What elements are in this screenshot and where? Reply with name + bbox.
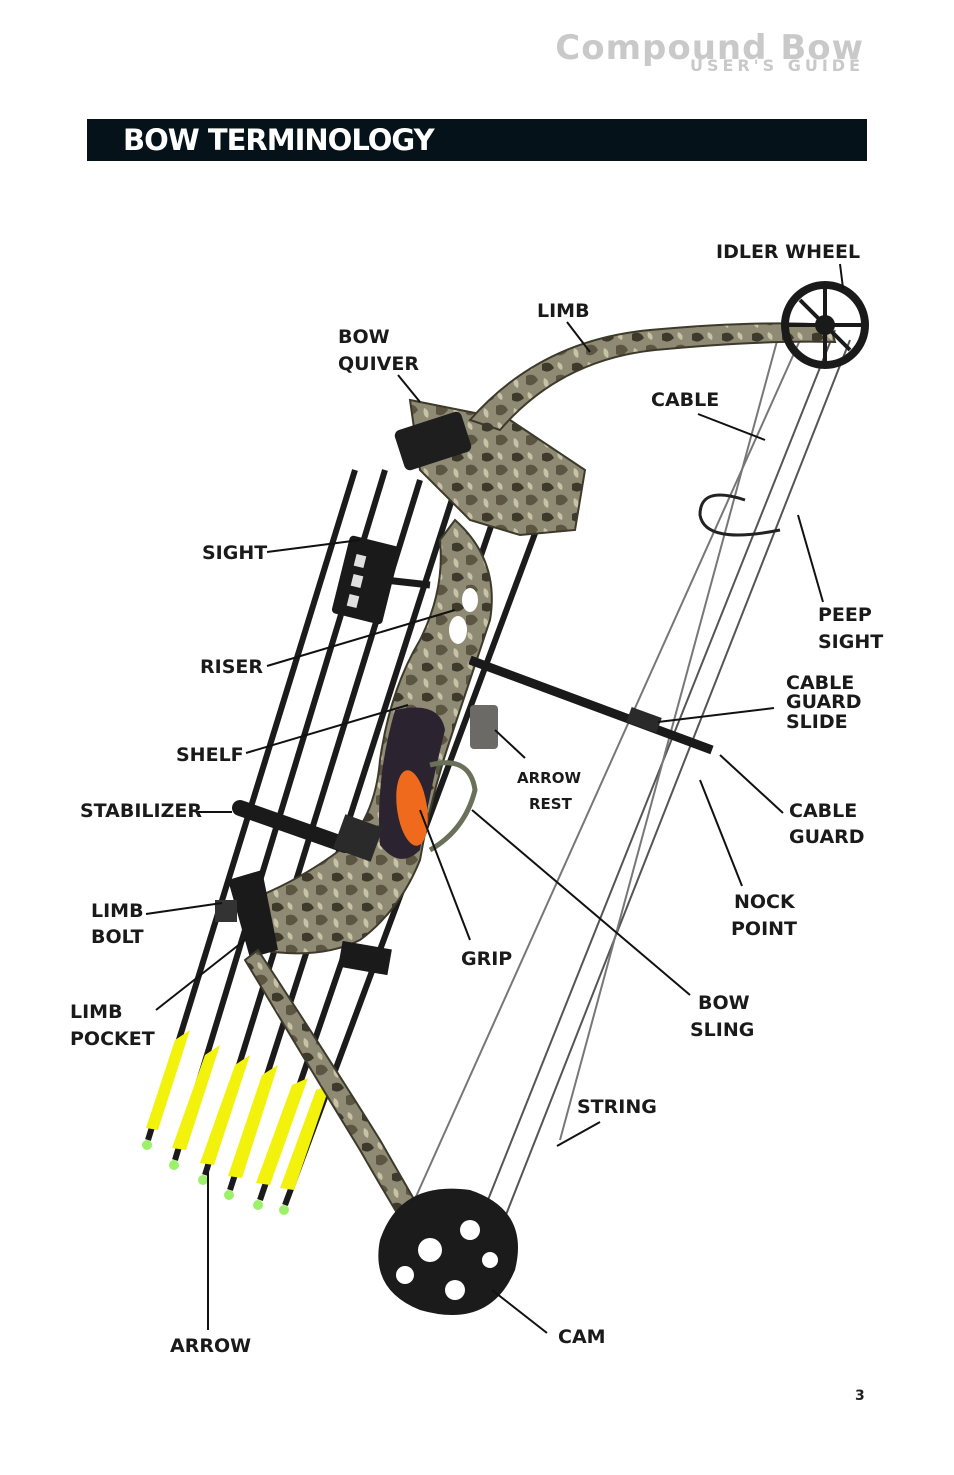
label-cable-guard-slide-line3: SLIDE xyxy=(786,711,848,733)
arrow-rest xyxy=(470,705,498,749)
label-shelf: SHELF xyxy=(176,744,244,766)
label-sight: SIGHT xyxy=(202,542,267,564)
label-bow-sling-line1: BOW xyxy=(698,992,750,1014)
label-cable-guard-slide-line1: CABLE xyxy=(786,672,854,694)
section-banner: BOW TERMINOLOGY xyxy=(87,119,867,161)
label-cable-guard-line1: CABLE xyxy=(789,800,857,822)
cam xyxy=(378,1188,518,1315)
leader-lines xyxy=(145,263,844,1334)
idler-wheel xyxy=(781,281,869,369)
label-nock-point-line2: POINT xyxy=(731,918,797,940)
section-title: BOW TERMINOLOGY xyxy=(123,123,435,157)
label-limb-pocket-line1: LIMB xyxy=(70,1001,123,1023)
brand-header: Compound Bow USER'S GUIDE xyxy=(555,30,864,75)
label-cam: CAM xyxy=(558,1326,606,1348)
stabilizer xyxy=(232,800,383,862)
label-bow-quiver-line1: BOW xyxy=(338,326,390,348)
grip xyxy=(379,707,445,859)
label-peep-sight-line1: PEEP xyxy=(818,604,872,626)
cable-guard-rod xyxy=(468,655,714,755)
label-idler-wheel: IDLER WHEEL xyxy=(716,241,860,263)
label-grip: GRIP xyxy=(461,948,512,970)
label-stabilizer: STABILIZER xyxy=(80,800,202,822)
page-number: 3 xyxy=(855,1388,865,1404)
label-bow-quiver-line2: QUIVER xyxy=(338,353,419,375)
label-cable-guard-line2: GUARD xyxy=(789,826,865,848)
label-nock-point-line1: NOCK xyxy=(734,891,796,913)
label-arrow-rest-line1: ARROW xyxy=(517,769,581,787)
limb-pocket xyxy=(215,870,392,976)
label-arrow-rest-line2: REST xyxy=(529,795,573,813)
sight xyxy=(331,535,431,625)
label-cable: CABLE xyxy=(651,389,719,411)
label-peep-sight-line2: SIGHT xyxy=(818,631,883,653)
bow-sling xyxy=(428,760,478,853)
label-limb-bolt-line1: LIMB xyxy=(91,900,144,922)
quiver-hood xyxy=(394,398,587,537)
brand-title: Compound Bow xyxy=(555,28,864,68)
label-riser: RISER xyxy=(200,656,263,678)
brand-subtitle: USER'S GUIDE xyxy=(689,56,864,75)
label-limb: LIMB xyxy=(537,300,590,322)
label-arrow: ARROW xyxy=(170,1335,251,1357)
label-limb-pocket-line2: POCKET xyxy=(70,1028,155,1050)
upper-limb xyxy=(468,322,837,432)
label-bow-sling-line2: SLING xyxy=(690,1019,754,1041)
label-string: STRING xyxy=(577,1096,657,1118)
label-limb-bolt-line2: BOLT xyxy=(91,926,144,948)
riser xyxy=(248,518,493,955)
label-cable-guard-slide-line2: GUARD xyxy=(786,691,862,713)
part-labels: IDLER WHEEL LIMB BOW QUIVER CABLE SIGHT … xyxy=(70,241,883,1357)
